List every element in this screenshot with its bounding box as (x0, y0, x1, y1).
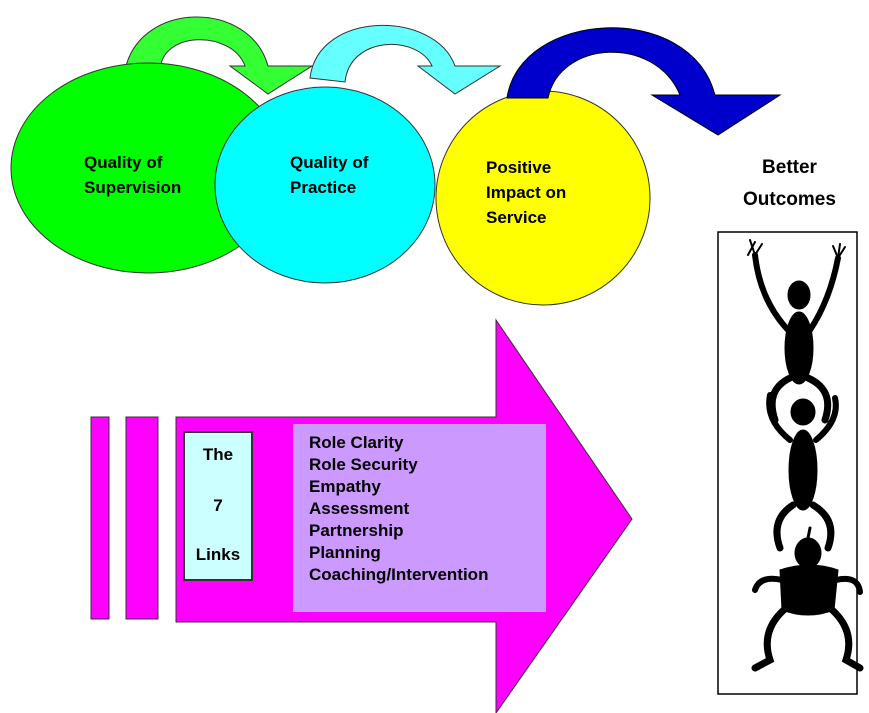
link-item: Empathy (309, 477, 381, 496)
arrow-practice-to-service (309, 25, 502, 95)
label-quality-of-supervision: Quality of Supervision (84, 150, 181, 200)
circle-quality-of-practice (214, 86, 436, 284)
links-word-links: Links (195, 545, 241, 564)
link-item: Partnership (309, 521, 404, 540)
label-line: Supervision (84, 178, 182, 197)
link-item: Role Security (309, 455, 418, 474)
links-word-seven: 7 (213, 496, 223, 515)
label-line: Quality of (290, 153, 369, 172)
label-quality-of-practice: Quality of Practice (290, 150, 368, 200)
label-line: Better (762, 157, 817, 178)
seven-links-box: The 7 Links (183, 431, 253, 581)
bar-medium (125, 416, 159, 620)
link-items-list: Role Clarity Role Security Empathy Asses… (293, 424, 546, 586)
link-item: Coaching/Intervention (309, 565, 489, 584)
stacked-people-icon (747, 239, 864, 672)
label-positive-impact: Positive Impact on Service (486, 155, 566, 230)
arrow-service-to-outcomes (506, 27, 782, 136)
label-better-outcomes: Better Outcomes (722, 152, 857, 216)
arrow-supervision-to-practice (124, 16, 314, 95)
links-word-the: The (202, 445, 234, 464)
label-line: Service (486, 208, 547, 227)
label-line: Impact on (486, 183, 567, 202)
figure-frame (717, 231, 858, 695)
link-item: Role Clarity (309, 433, 404, 452)
label-line: Positive (486, 158, 552, 177)
label-line: Practice (290, 178, 357, 197)
label-line: Outcomes (743, 189, 836, 210)
bar-thin (90, 416, 110, 620)
link-item: Assessment (309, 499, 410, 518)
link-item: Planning (309, 543, 381, 562)
link-items-box: Role Clarity Role Security Empathy Asses… (293, 424, 546, 612)
label-line: Quality of (84, 153, 163, 172)
